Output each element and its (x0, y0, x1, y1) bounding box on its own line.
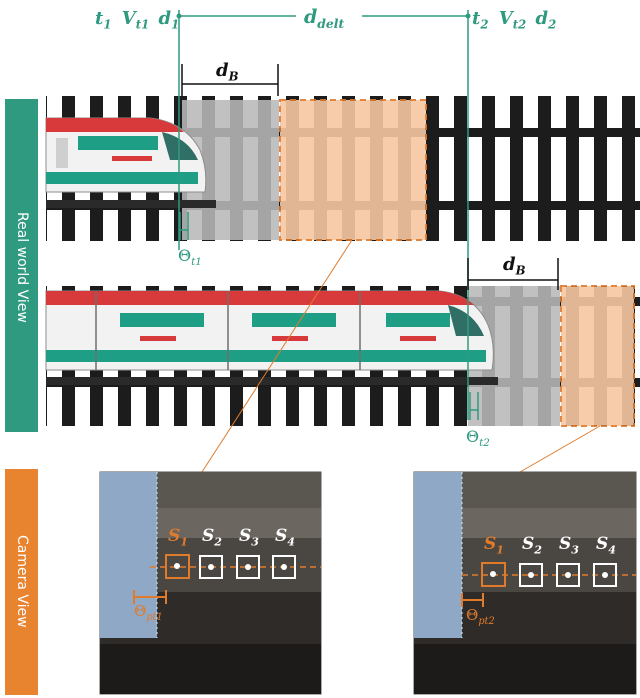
camera-2-s4-label: S4 (596, 534, 616, 557)
camera-2-train-side (414, 472, 462, 638)
connector-zone2-camera2 (519, 425, 601, 473)
camera-2-s1-label: S1 (484, 534, 504, 557)
camera-2-s3-label: S3 (559, 534, 579, 557)
camera-2-sensor-4-box (593, 563, 617, 587)
camera-1-sensor-1-box (165, 554, 190, 579)
camera-1-s1-label: S1 (168, 526, 188, 549)
train-1-red-strip (112, 156, 152, 161)
camera-1-sensor-4-box (272, 555, 296, 579)
orange-zone-2 (560, 285, 635, 427)
camera-2-sensor-3-box (556, 563, 580, 587)
train-2 (45, 290, 498, 385)
train-1 (45, 117, 216, 208)
train-2-window-1 (120, 313, 204, 327)
db1-label: dB (216, 60, 239, 84)
train-2-red-strip-1 (140, 336, 176, 341)
t1-label: t1 Vt1 d1 (95, 8, 180, 32)
camera-2-sensor-2-box (519, 563, 543, 587)
camera-view-2 (413, 471, 637, 695)
train-2-nose-window (448, 305, 484, 336)
theta-t2-marker (469, 392, 479, 420)
t1-dot (176, 13, 182, 19)
camera-view-sidebar (5, 469, 38, 695)
t2-dot (465, 13, 471, 19)
train-2-window-3 (386, 313, 450, 327)
camera-2-s2-label: S2 (522, 534, 542, 557)
db2-bracket (467, 258, 559, 290)
camera-1-s3-label: S3 (239, 526, 259, 549)
train-1-nose-window (162, 132, 198, 160)
ddelt-label: ddelt (304, 6, 345, 31)
camera-1-s2-label: S2 (202, 526, 222, 549)
train-2-red-strip-2 (272, 336, 308, 341)
train-1-door (56, 138, 68, 168)
train-1-roof-stripe (46, 118, 184, 132)
camera-2-theta-label: Θpt2 (466, 606, 495, 627)
train-2-window-2 (252, 313, 336, 327)
train-1-window (78, 136, 158, 150)
camera-1-sensor-2-box (199, 555, 223, 579)
theta-t1-marker (179, 212, 189, 240)
top-dimension (176, 10, 471, 420)
camera-1-theta-label: Θpt1 (134, 602, 163, 623)
camera-view-1 (99, 471, 322, 695)
real-world-sidebar (5, 99, 38, 432)
camera-view-label: Camera View (14, 535, 30, 628)
db2-label: dB (503, 254, 526, 278)
train-2-red-strip-3 (400, 336, 436, 341)
theta-t1-label: Θt1 (178, 246, 202, 269)
train-2-teal-band (46, 350, 486, 362)
orange-zone-1 (279, 99, 427, 241)
camera-2-sensor-1-box (481, 562, 506, 587)
db1-bracket (181, 64, 279, 96)
camera-1-train-side (100, 472, 157, 638)
t2-label: t2 Vt2 d2 (472, 8, 557, 32)
camera-2-bottom (414, 644, 636, 694)
connector-zone1-camera1 (201, 239, 353, 473)
real-world-view-label: Real world View (14, 212, 30, 323)
train-2-base (46, 377, 498, 385)
train-1-base (46, 200, 216, 208)
train-1-teal-band (46, 172, 198, 184)
theta-t2-label: Θt2 (466, 427, 490, 450)
camera-1-s4-label: S4 (275, 526, 295, 549)
train-2-roof-stripe (46, 291, 474, 305)
camera-1-bottom (100, 644, 321, 694)
camera-1-sensor-3-box (236, 555, 260, 579)
